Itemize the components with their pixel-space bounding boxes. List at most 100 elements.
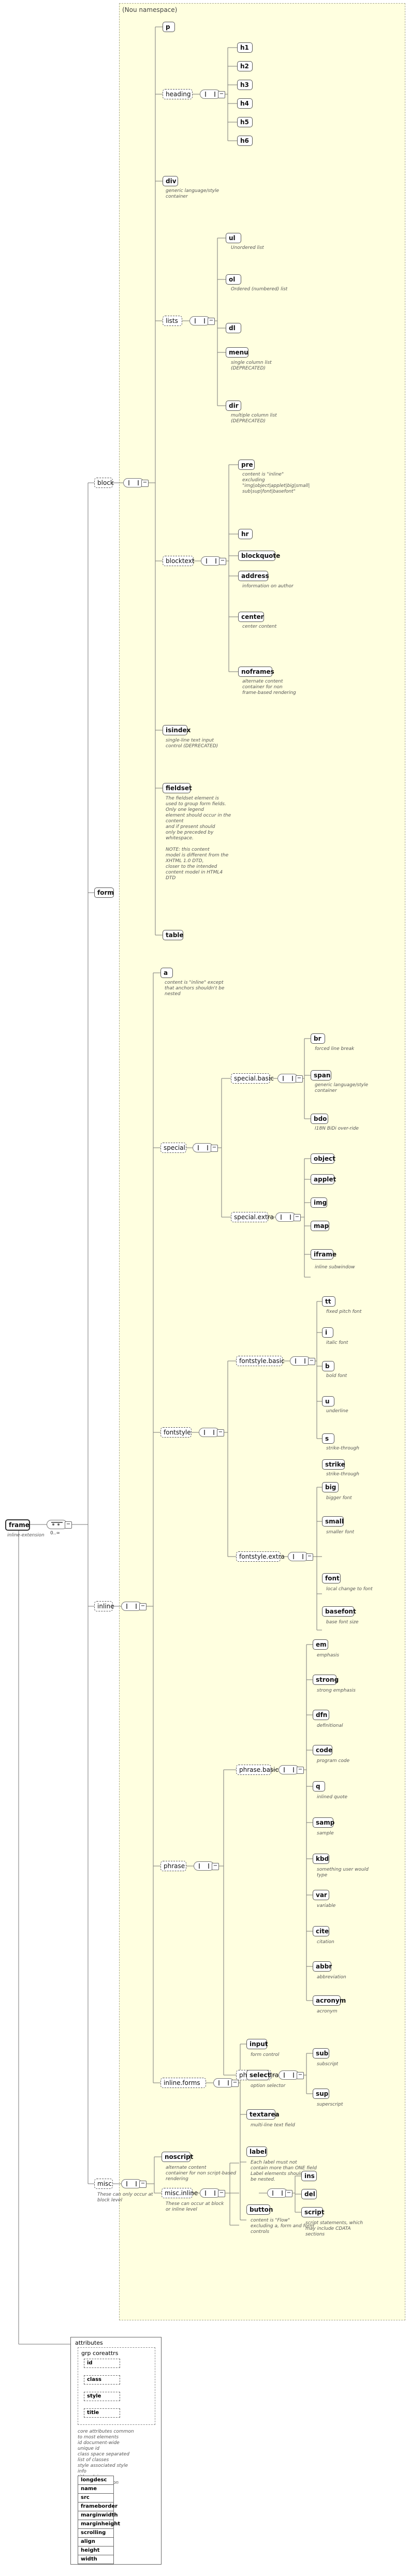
- address-element[interactable]: address: [238, 571, 269, 581]
- isindex-element[interactable]: isindex: [163, 725, 191, 735]
- br-element[interactable]: br: [311, 1033, 325, 1044]
- attr-marginwidth[interactable]: marginwidth: [78, 2511, 118, 2520]
- attr-src[interactable]: src: [78, 2493, 114, 2503]
- attr-style[interactable]: style: [84, 2392, 120, 2401]
- misc-group[interactable]: misc: [94, 2179, 113, 2189]
- applet-element[interactable]: applet: [311, 1174, 336, 1185]
- menu-element[interactable]: menu: [226, 347, 248, 358]
- dir-element[interactable]: dir: [226, 401, 241, 411]
- script-element[interactable]: script: [301, 2207, 325, 2217]
- em-element[interactable]: em: [313, 1639, 328, 1650]
- blockquote-element[interactable]: blockquote: [238, 551, 280, 561]
- button-element[interactable]: button: [246, 2204, 273, 2215]
- special-extra-group[interactable]: special.extra: [231, 1212, 274, 1222]
- attr-marginheight[interactable]: marginheight: [78, 2520, 120, 2529]
- phrase-group[interactable]: phrase: [160, 1861, 186, 1871]
- phrase-choice[interactable]: −: [194, 1861, 219, 1871]
- map-element[interactable]: map: [311, 1221, 329, 1231]
- form-element[interactable]: form: [94, 887, 114, 898]
- u-element[interactable]: u: [322, 1396, 334, 1407]
- h6-element[interactable]: h6: [237, 136, 253, 146]
- misc-inline-choice[interactable]: −: [200, 2188, 225, 2198]
- dfn-element[interactable]: dfn: [313, 1710, 329, 1720]
- img-element[interactable]: img: [311, 1197, 327, 1208]
- big-element[interactable]: big: [322, 1482, 339, 1492]
- input-element[interactable]: input: [246, 2039, 268, 2049]
- cite-element[interactable]: cite: [313, 1926, 329, 1936]
- table-element[interactable]: table: [163, 930, 184, 940]
- abbr-element[interactable]: abbr: [313, 1961, 332, 1972]
- select-element[interactable]: select: [246, 2070, 270, 2080]
- strike-element[interactable]: strike: [322, 1459, 345, 1470]
- misc-inline-subchoice[interactable]: −: [267, 2188, 292, 2198]
- blocktext-choice[interactable]: −: [201, 556, 226, 566]
- span-element[interactable]: span: [311, 1070, 331, 1080]
- fontstyle-choice[interactable]: −: [199, 1428, 224, 1437]
- fontstyle-basic-group[interactable]: fontstyle.basic: [236, 1356, 285, 1366]
- q-element[interactable]: q: [313, 1781, 325, 1792]
- ul-element[interactable]: ul: [226, 233, 241, 243]
- fieldset-element[interactable]: fieldset: [163, 783, 192, 793]
- fontstyle-basic-choice[interactable]: −: [290, 1356, 315, 1366]
- div-element[interactable]: div: [163, 176, 178, 186]
- bdo-element[interactable]: bdo: [311, 1114, 328, 1124]
- misc-inline-group[interactable]: misc.inline: [162, 2188, 198, 2198]
- a-element[interactable]: a: [160, 968, 173, 978]
- heading-choice[interactable]: −: [200, 90, 225, 99]
- phrase-extra-choice[interactable]: −: [279, 2070, 304, 2080]
- h3-element[interactable]: h3: [237, 80, 253, 90]
- s-element[interactable]: s: [322, 1433, 334, 1444]
- h1-element[interactable]: h1: [237, 42, 253, 53]
- hr-element[interactable]: hr: [238, 529, 253, 539]
- noscript-element[interactable]: noscript: [162, 2152, 193, 2162]
- attr-title[interactable]: title: [84, 2408, 120, 2418]
- blocktext-group[interactable]: blocktext: [163, 556, 195, 566]
- pre-element[interactable]: pre: [238, 460, 255, 470]
- del-element[interactable]: del: [301, 2189, 317, 2199]
- noframes-element[interactable]: noframes: [238, 667, 274, 677]
- block-choice[interactable]: −: [123, 478, 149, 487]
- lists-group[interactable]: lists: [163, 316, 182, 326]
- ins-element[interactable]: ins: [301, 2171, 317, 2181]
- basefont-element[interactable]: basefont: [322, 1606, 356, 1617]
- attr-scrolling[interactable]: scrolling: [78, 2528, 114, 2538]
- var-element[interactable]: var: [313, 1890, 329, 1900]
- strong-element[interactable]: strong: [313, 1675, 339, 1685]
- i-element[interactable]: i: [322, 1327, 333, 1338]
- inline-group[interactable]: inline: [94, 1601, 114, 1611]
- center-element[interactable]: center: [238, 612, 264, 622]
- object-element[interactable]: object: [311, 1153, 335, 1164]
- attr-align[interactable]: align: [78, 2537, 114, 2547]
- lists-choice[interactable]: −: [189, 316, 215, 325]
- special-group[interactable]: special: [160, 1143, 186, 1153]
- inline-forms-group[interactable]: inline.forms: [160, 2078, 206, 2088]
- tt-element[interactable]: tt: [322, 1296, 335, 1307]
- textarea-element[interactable]: textarea: [246, 2109, 280, 2120]
- root-sequence-compositor[interactable]: −: [47, 1520, 72, 1529]
- h2-element[interactable]: h2: [237, 61, 253, 71]
- h5-element[interactable]: h5: [237, 117, 253, 127]
- attr-longdesc[interactable]: longdesc: [78, 2476, 114, 2485]
- ol-element[interactable]: ol: [226, 274, 241, 285]
- sup-element[interactable]: sup: [313, 2089, 329, 2099]
- phrase-basic-choice[interactable]: −: [279, 1765, 304, 1774]
- inline-choice[interactable]: −: [121, 1602, 147, 1611]
- fontstyle-extra-choice[interactable]: −: [288, 1552, 313, 1561]
- attr-width[interactable]: width: [78, 2555, 114, 2564]
- b-element[interactable]: b: [322, 1361, 334, 1371]
- code-element[interactable]: code: [313, 1745, 332, 1755]
- inline-forms-choice[interactable]: −: [213, 2078, 239, 2088]
- attr-class[interactable]: class: [84, 2375, 120, 2385]
- attr-name[interactable]: name: [78, 2484, 114, 2494]
- attr-frameborder[interactable]: frameborder: [78, 2502, 118, 2511]
- attr-id[interactable]: id: [84, 2359, 120, 2368]
- heading-group[interactable]: heading: [163, 89, 193, 99]
- frame-element[interactable]: frame: [5, 1519, 30, 1531]
- kbd-element[interactable]: kbd: [313, 1854, 329, 1864]
- fontstyle-group[interactable]: fontstyle: [160, 1427, 192, 1438]
- misc-choice[interactable]: −: [121, 2179, 147, 2188]
- acronym-element[interactable]: acronym: [313, 1995, 346, 2006]
- dl-element[interactable]: dl: [226, 323, 241, 333]
- iframe-element[interactable]: iframe: [311, 1249, 336, 1260]
- special-choice[interactable]: −: [193, 1143, 218, 1152]
